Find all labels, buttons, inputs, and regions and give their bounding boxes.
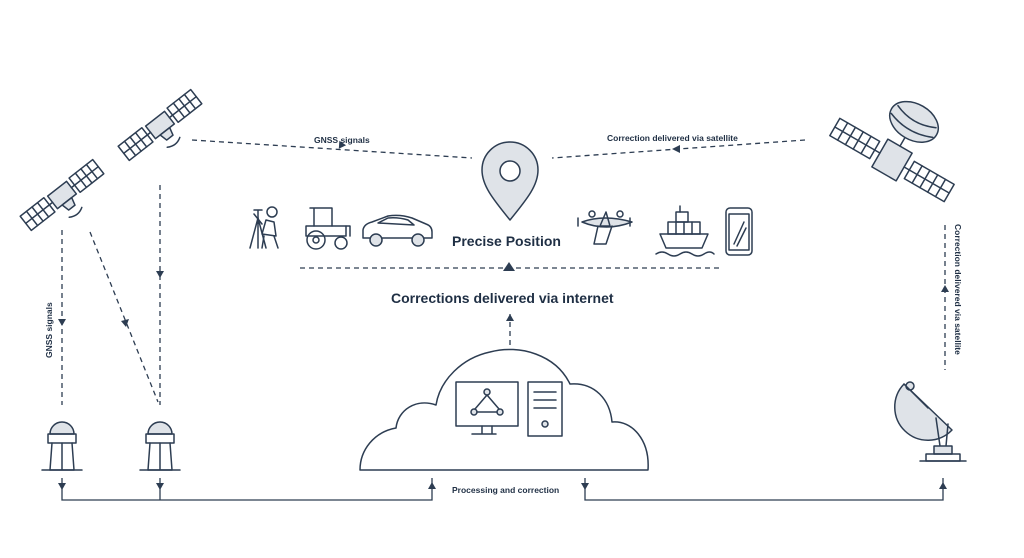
satellite-dish-icon (894, 381, 967, 462)
ground-station-icon (41, 421, 83, 471)
gnss-signals-label: GNSS signals (314, 135, 370, 145)
ship-icon (655, 205, 715, 257)
processing-correction-label: Processing and correction (452, 485, 560, 495)
server-icon (527, 381, 563, 437)
connection-lines (58, 139, 949, 501)
satellite-icon (829, 100, 955, 203)
gnss-signals-vertical-label: GNSS signals (44, 302, 54, 358)
ground-station-icon (139, 421, 181, 471)
location-pin-icon (481, 141, 539, 221)
precise-position-label: Precise Position (452, 233, 561, 249)
corrections-internet-label: Corrections delivered via internet (391, 290, 614, 306)
smartphone-icon (725, 207, 753, 256)
monitor-icon (455, 381, 519, 435)
cloud-icon (359, 348, 649, 471)
surveyor-icon (249, 206, 279, 249)
satellite-icon (117, 88, 203, 162)
satellite-icon (19, 158, 105, 232)
car-icon (362, 214, 433, 247)
correction-satellite-vertical-label: Correction delivered via satellite (953, 224, 963, 355)
airplane-icon (577, 210, 633, 245)
correction-satellite-label: Correction delivered via satellite (607, 133, 738, 143)
tractor-icon (305, 207, 351, 250)
